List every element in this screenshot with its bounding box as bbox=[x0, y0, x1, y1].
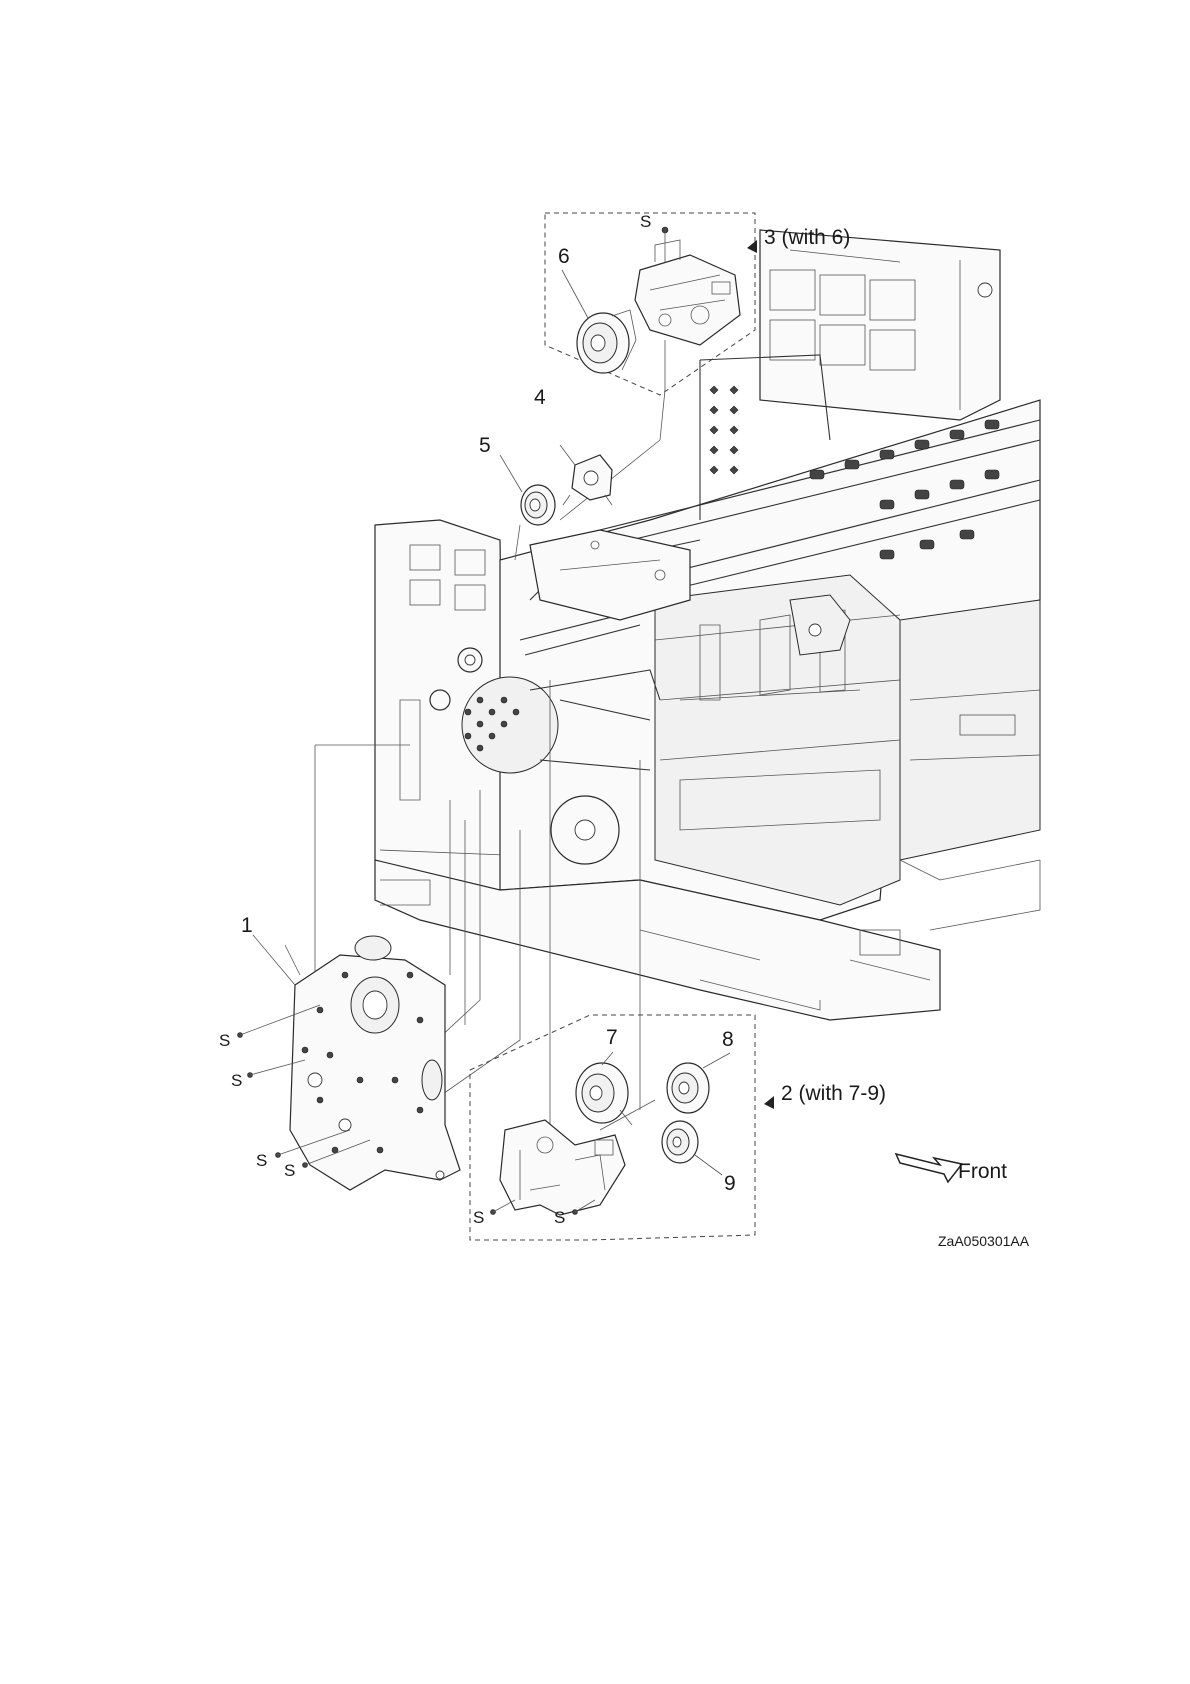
screw-label: S bbox=[473, 1208, 484, 1227]
part-4-clip bbox=[560, 445, 612, 505]
screw-label: S bbox=[219, 1031, 230, 1050]
callout-2: 2 (with 7-9) bbox=[781, 1082, 886, 1105]
part-8-roller bbox=[667, 1063, 709, 1113]
callout-5: 5 bbox=[479, 434, 491, 457]
callout-1: 1 bbox=[241, 914, 253, 937]
callout-7: 7 bbox=[606, 1026, 618, 1049]
group-3-arrow-icon bbox=[747, 240, 757, 253]
front-direction-arrow-icon bbox=[896, 1154, 962, 1182]
callout-8: 8 bbox=[722, 1028, 734, 1051]
screw-label: S bbox=[554, 1208, 565, 1227]
part-7-gear bbox=[576, 1063, 632, 1125]
group-2-arrow-icon bbox=[764, 1096, 774, 1109]
screw-label: S bbox=[256, 1151, 267, 1170]
screw-label: S bbox=[640, 212, 651, 231]
part-1-drive-assembly bbox=[285, 936, 460, 1190]
figure-code: ZaA050301AA bbox=[938, 1233, 1030, 1249]
screw-label: S bbox=[284, 1161, 295, 1180]
callout-9: 9 bbox=[724, 1172, 736, 1195]
part-9-roller bbox=[662, 1121, 698, 1163]
callout-6: 6 bbox=[558, 245, 570, 268]
part-6-gear bbox=[577, 310, 636, 373]
front-label: Front bbox=[958, 1160, 1007, 1183]
part-2-bracket bbox=[500, 1120, 625, 1215]
screw-label: S bbox=[231, 1071, 242, 1090]
printer-frame bbox=[375, 230, 1040, 1020]
callout-4: 4 bbox=[534, 386, 546, 409]
part-3-bracket bbox=[635, 227, 740, 345]
part-5-bearing bbox=[521, 485, 555, 525]
callout-3: 3 (with 6) bbox=[764, 226, 850, 249]
